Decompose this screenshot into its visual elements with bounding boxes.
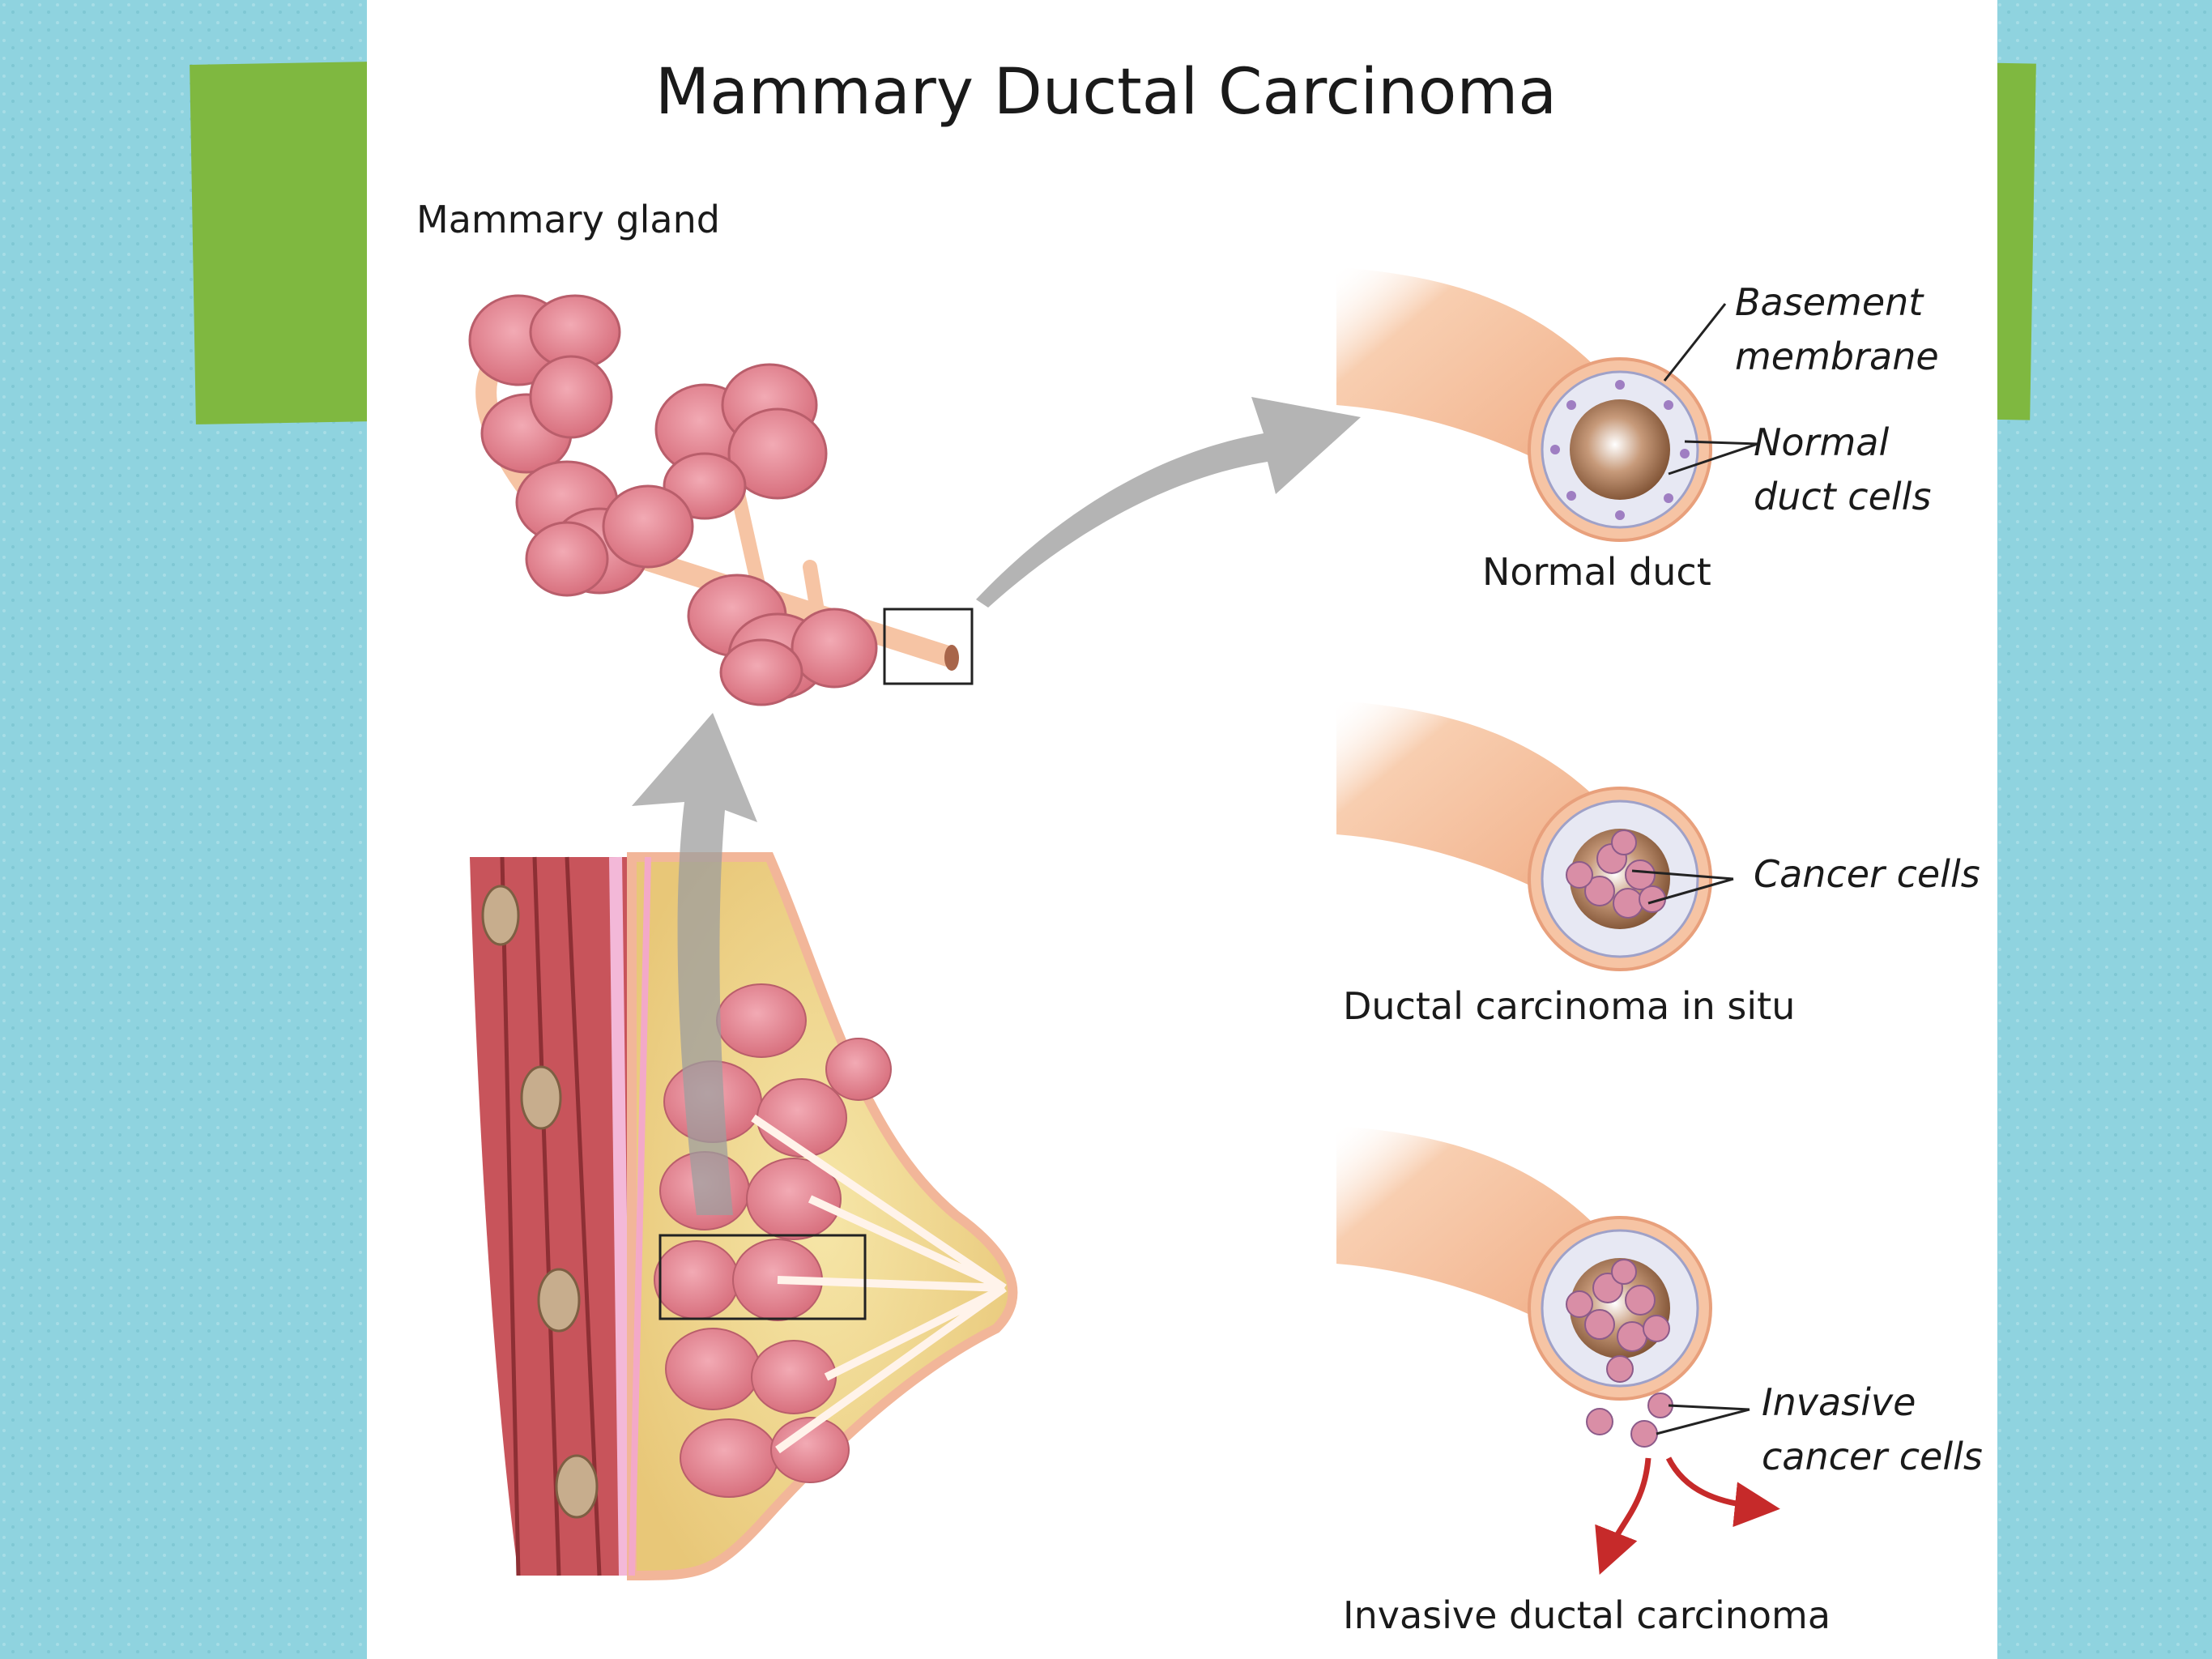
green-tab-left — [190, 61, 382, 424]
label-normal-duct-cells-line2: duct cells — [1754, 475, 1932, 518]
breast-zoom-box — [658, 1234, 867, 1320]
label-ductal-carcinoma-in-situ: Ductal carcinoma in situ — [1343, 984, 1796, 1028]
label-normal-duct-cells-line1: Normal — [1754, 420, 1890, 464]
label-normal-duct: Normal duct — [1482, 550, 1711, 594]
dcis-duct-illustration — [1336, 701, 1734, 971]
label-basement-membrane-line2: membrane — [1735, 335, 1939, 378]
arrow-to-mammary-gland — [632, 713, 757, 1215]
label-basement-membrane-line1: Basement — [1735, 280, 1924, 324]
invasive-duct-illustration — [1336, 1126, 1780, 1576]
arrow-to-normal-duct — [976, 397, 1361, 608]
breast-cross-section — [470, 852, 1018, 1581]
normal-duct-illustration — [1336, 267, 1758, 542]
label-invasive-cancer-cells-line2: cancer cells — [1762, 1435, 1983, 1478]
label-mammary-gland: Mammary gland — [416, 198, 720, 241]
label-invasive-cancer-cells-line1: Invasive — [1762, 1380, 1916, 1424]
gland-zoom-box — [883, 608, 974, 685]
label-cancer-cells: Cancer cells — [1754, 852, 1980, 896]
page-title: Mammary Ductal Carcinoma — [654, 56, 1558, 129]
label-invasive-ductal-carcinoma: Invasive ductal carcinoma — [1343, 1593, 1831, 1637]
